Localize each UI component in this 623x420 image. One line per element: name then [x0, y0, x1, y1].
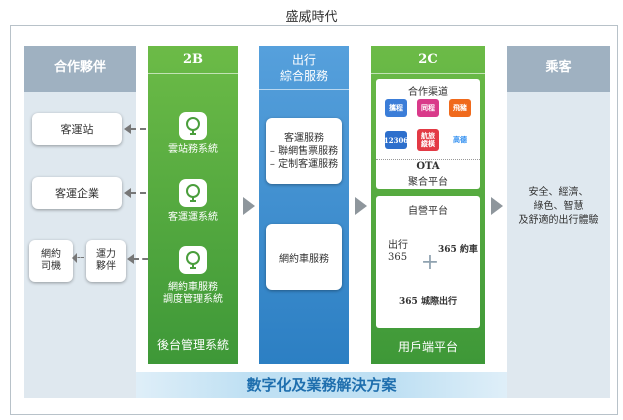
c2c-header: 2C	[371, 46, 485, 74]
travel-column: 出行 綜合服務	[259, 46, 349, 364]
bus-system-icon	[179, 179, 207, 207]
channels-title: 合作渠道	[408, 87, 448, 98]
b2b-system-3: 網約車服務 調度管理系統	[163, 282, 223, 305]
cloud-system-icon	[179, 112, 207, 140]
bus-service-box: 客運服務 – 聯網售票服務 – 定制客運服務	[266, 118, 342, 184]
connector-1-head	[124, 124, 131, 134]
connector-3-head	[127, 254, 134, 264]
ota-panel: 合作渠道 攜程 同程 飛豬 12306 航旅 縱橫 高德 OTA 聚合平台	[376, 79, 480, 189]
arrow-travel-to-2c	[355, 197, 367, 215]
ride-hailing-box: 網約車服務	[266, 224, 342, 290]
self-platform-title: 自營平台	[408, 206, 448, 217]
title-wrap: 盛威時代	[0, 6, 623, 25]
driver-capacity-connector	[74, 257, 84, 258]
logo-ly: 同程	[417, 99, 439, 117]
logo-fliggy: 飛豬	[449, 99, 471, 117]
arrow-2c-to-passengers	[491, 197, 503, 215]
b2b-system-1: 雲站務系統	[168, 144, 218, 155]
ota-text: OTA	[376, 159, 480, 172]
driver-arrow-head	[72, 253, 77, 263]
bus-service-title: 客運服務	[284, 132, 324, 144]
partner-bus-station: 客運站	[32, 113, 122, 145]
bus-service-line-1: – 聯網售票服務	[269, 145, 339, 157]
arrow-2b-to-travel	[243, 197, 255, 215]
outer-frame	[10, 25, 618, 415]
partners-header: 合作夥伴	[24, 46, 136, 92]
solutions-banner: 數字化及業務解決方案	[136, 372, 507, 398]
logo-amap: 高德	[449, 131, 471, 149]
self-chuxing365: 出行 365	[388, 240, 408, 263]
partner-driver: 網約 司機	[29, 240, 73, 282]
b2b-header: 2B	[148, 46, 238, 74]
self-365-yueche: 365 約車	[438, 245, 478, 255]
logo-12306: 12306	[383, 131, 409, 149]
plus-icon: +	[420, 250, 440, 275]
passengers-header: 乘客	[507, 46, 610, 92]
logo-umetrip-label: 航旅 縱橫	[421, 131, 435, 148]
bus-service-line-2: – 定制客運服務	[269, 158, 339, 170]
self-platform-panel: 自營平台 出行 365 365 約車 + 365 城際出行	[376, 196, 480, 328]
b2b-system-2: 客運運系統	[168, 212, 218, 223]
travel-header: 出行 綜合服務	[259, 46, 349, 90]
passengers-column: 乘客 安全、經濟、 綠色、智慧 及舒適的出行體驗	[507, 46, 610, 398]
logo-umetrip: 航旅 縱橫	[417, 129, 439, 151]
partners-column: 合作夥伴	[24, 46, 136, 398]
connector-2-head	[124, 188, 131, 198]
logo-amap-label: 高德	[453, 135, 467, 144]
dispatch-system-icon	[179, 246, 207, 274]
logo-fliggy-label: 飛豬	[453, 103, 467, 112]
passengers-description: 安全、經濟、 綠色、智慧 及舒適的出行體驗	[518, 187, 599, 226]
diagram-title: 盛威時代	[275, 6, 348, 25]
b2b-column: 2B 雲站務系統 客運運系統 網約車服務 調度管理系統 後台管理系統	[148, 46, 238, 364]
ota-label: 聚合平台	[408, 177, 448, 188]
logo-ly-label: 同程	[421, 103, 435, 112]
b2b-footer: 後台管理系統	[156, 338, 229, 352]
partner-capacity: 運力 夥伴	[86, 240, 126, 282]
logo-12306-label: 12306	[383, 135, 409, 145]
logo-ctrip-label: 攜程	[389, 103, 403, 112]
logo-ctrip: 攜程	[385, 99, 407, 117]
self-365-intercity: 365 城際出行	[399, 297, 457, 307]
c2c-footer: 用戶端平台	[397, 340, 458, 354]
partner-bus-company: 客運企業	[32, 177, 122, 209]
